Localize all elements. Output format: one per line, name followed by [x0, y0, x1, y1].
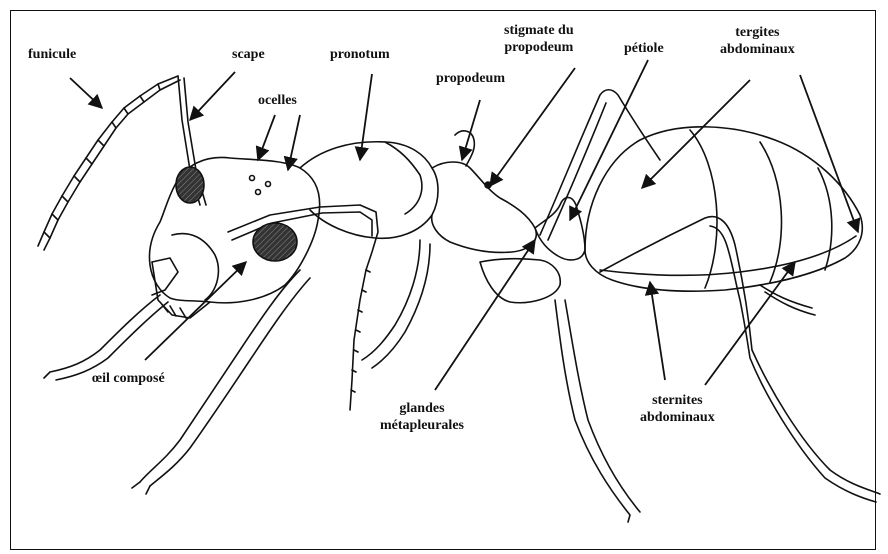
label-tergites-line1: tergites [720, 24, 795, 41]
label-scape: scape [232, 46, 265, 63]
label-stigmate: stigmate du propodeum [504, 22, 574, 56]
label-sternites-line1: sternites [640, 392, 715, 409]
label-glandes-line1: glandes [380, 400, 464, 417]
eye-back [176, 167, 204, 203]
label-propodeum: propodeum [436, 70, 505, 87]
label-glandes: glandes métapleurales [380, 400, 464, 434]
label-glandes-line2: métapleurales [380, 417, 464, 434]
label-stigmate-line2: propodeum [504, 39, 574, 56]
gaster [585, 127, 862, 291]
label-pronotum: pronotum [330, 46, 390, 63]
label-stigmate-line1: stigmate du [504, 22, 574, 39]
label-oeil-compose: œil composé [92, 370, 165, 387]
label-funicule: funicule [28, 46, 76, 63]
label-tergites: tergites abdominaux [720, 24, 795, 58]
pronotum [300, 142, 438, 239]
compound-eye [253, 223, 297, 261]
label-ocelles: ocelles [258, 92, 297, 109]
label-tergites-line2: abdominaux [720, 41, 795, 58]
label-sternites: sternites abdominaux [640, 392, 715, 426]
label-petiole: pétiole [624, 40, 664, 57]
label-sternites-line2: abdominaux [640, 409, 715, 426]
